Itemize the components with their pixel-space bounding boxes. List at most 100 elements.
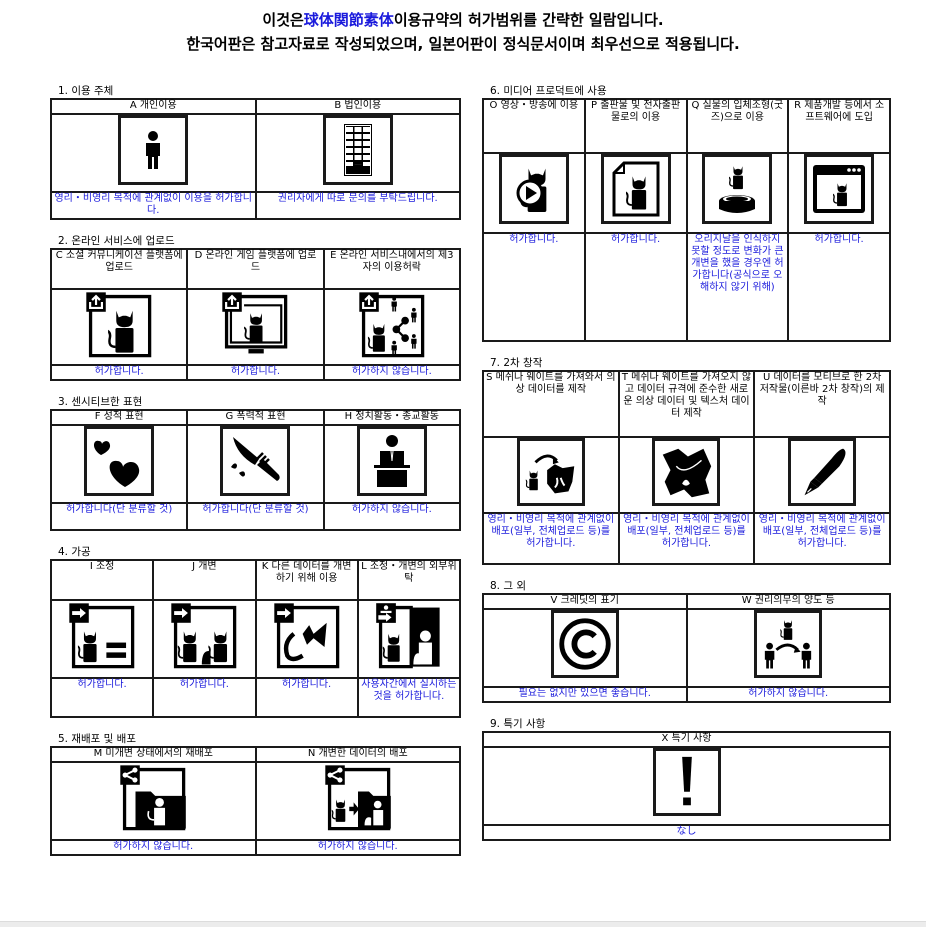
permission-table: F 성적 표현 G 폭력적 표현 H 정치활동・종교활동 bbox=[50, 409, 461, 531]
header-line-1: 이것은球体関節素体이용규약의 허가범위를 간략한 일람입니다. bbox=[0, 8, 926, 32]
item-label: A 개인이용 bbox=[51, 99, 256, 114]
permission-table: C 소셜 커뮤니케이션 플랫폼에 업로드 D 온라인 게임 플랫폼에 업로드 E… bbox=[50, 248, 461, 381]
item-label: H 정치활동・종교활동 bbox=[324, 410, 460, 425]
adjust-icon bbox=[67, 601, 137, 671]
permission-table: M 미개변 상태에서의 재배포 N 개변한 데이터의 배포 bbox=[50, 746, 461, 856]
section-title: 6. 미디어 프로덕트에 사용 bbox=[482, 84, 891, 98]
item-label: E 온라인 서비스내에서의 제3자의 이용허락 bbox=[324, 249, 460, 289]
verdict-text: なし bbox=[483, 825, 890, 840]
upload-share-icon bbox=[357, 290, 427, 360]
verdict-text: 허가합니다. bbox=[51, 678, 153, 717]
person-icon bbox=[118, 115, 188, 185]
verdict-text: 영리・비영리 목적에 관계없이 배포(일부, 전체업로드 등)를 허가합니다. bbox=[754, 513, 890, 564]
item-label: B 법인이용 bbox=[256, 99, 461, 114]
modify-icon bbox=[169, 601, 239, 671]
section-title: 2. 온라인 서비스에 업로드 bbox=[50, 234, 461, 248]
section-title: 1. 이용 주체 bbox=[50, 84, 461, 98]
section-title: 8. 그 외 bbox=[482, 579, 891, 593]
exclamation-icon bbox=[653, 748, 721, 816]
item-label: D 온라인 게임 플랫폼에 업로드 bbox=[187, 249, 323, 289]
section-title: 4. 가공 bbox=[50, 545, 461, 559]
item-label: R 제품개발 등에서 소프트웨어에 도입 bbox=[788, 99, 890, 153]
item-label: F 성적 표현 bbox=[51, 410, 187, 425]
header-line-2: 한국어판은 참고자료로 작성되었으며, 일본어판이 정식문서이며 최우선으로 적… bbox=[0, 32, 926, 56]
transfer-icon bbox=[754, 610, 822, 678]
item-label: V 크레딧의 표기 bbox=[483, 594, 687, 609]
page-bottom-divider bbox=[0, 921, 926, 927]
costume-from-mesh-icon bbox=[517, 438, 585, 506]
upload-game-icon bbox=[220, 290, 290, 360]
video-icon bbox=[499, 154, 569, 224]
item-label: G 폭력적 표현 bbox=[187, 410, 323, 425]
verdict-text: 허가하지 않습니다. bbox=[324, 503, 460, 530]
right-column: 6. 미디어 프로덕트에 사용 O 영상・방송에 이용 P 출판물 및 전자출판… bbox=[482, 84, 891, 841]
verdict-text: 허가합니다(단 분류할 것) bbox=[187, 503, 323, 530]
outsource-icon bbox=[374, 601, 444, 671]
parts-reuse-icon bbox=[272, 601, 342, 671]
item-label: C 소셜 커뮤니케이션 플랫폼에 업로드 bbox=[51, 249, 187, 289]
knife-icon bbox=[220, 426, 290, 496]
section-title: 5. 재배포 및 배포 bbox=[50, 732, 461, 746]
verdict-text: 사용자간에서 실시하는 것을 허가합니다. bbox=[358, 678, 460, 717]
section-special-notes: 9. 특기 사항 X 특기 사항 なし bbox=[482, 717, 891, 841]
item-label: L 조정・개변의 외부위탁 bbox=[358, 560, 460, 600]
item-label: W 권리의무의 양도 등 bbox=[687, 594, 891, 609]
item-label: N 개변한 데이터의 배포 bbox=[256, 747, 461, 762]
copyright-icon bbox=[551, 610, 619, 678]
section-usage-subject: 1. 이용 주체 A 개인이용 B 법인이용 bbox=[50, 84, 461, 220]
section-title: 3. 센시티브한 표현 bbox=[50, 395, 461, 409]
verdict-text: 허가합니다. bbox=[153, 678, 255, 717]
verdict-text: 오리지날을 인식하지 못할 정도로 변화가 큰 개변을 했을 경우엔 허가합니다… bbox=[687, 233, 789, 341]
item-label: P 출판물 및 전자출판물로의 이용 bbox=[585, 99, 687, 153]
item-label: Q 실물의 입체조형(굿즈)으로 이용 bbox=[687, 99, 789, 153]
verdict-text: 허가하지 않습니다. bbox=[324, 365, 460, 380]
item-label: T 메쉬나 웨이트를 가져오지 않고 데이터 규격에 준수한 새로운 의상 데이… bbox=[619, 371, 755, 437]
section-title: 9. 특기 사항 bbox=[482, 717, 891, 731]
item-label: M 미개변 상태에서의 재배포 bbox=[51, 747, 256, 762]
item-label: J 개변 bbox=[153, 560, 255, 600]
verdict-text: 허가합니다. bbox=[585, 233, 687, 341]
permission-table: S 메쉬나 웨이트를 가져와서 의상 데이터를 제작 T 메쉬나 웨이트를 가져… bbox=[482, 370, 891, 565]
upload-sns-icon bbox=[84, 290, 154, 360]
item-label: I 조정 bbox=[51, 560, 153, 600]
podium-icon bbox=[357, 426, 427, 496]
software-icon bbox=[804, 154, 874, 224]
building-icon bbox=[323, 115, 393, 185]
redistribute-icon bbox=[118, 763, 188, 833]
verdict-text: 허가하지 않습니다. bbox=[51, 840, 256, 855]
product-name: 球体関節素体 bbox=[304, 11, 394, 29]
publication-icon bbox=[601, 154, 671, 224]
verdict-text: 허가합니다. bbox=[51, 365, 187, 380]
permission-table: O 영상・방송에 이용 P 출판물 및 전자출판물로의 이용 Q 실물의 입체조… bbox=[482, 98, 891, 342]
section-media-products: 6. 미디어 프로덕트에 사용 O 영상・방송에 이용 P 출판물 및 전자출판… bbox=[482, 84, 891, 342]
permission-table: X 특기 사항 なし bbox=[482, 731, 891, 841]
page-header: 이것은球体関節素体이용규약의 허가범위를 간략한 일람입니다. 한국어판은 참고… bbox=[0, 8, 926, 56]
section-title: 7. 2차 창작 bbox=[482, 356, 891, 370]
verdict-text: 허가하지 않습니다. bbox=[256, 840, 461, 855]
verdict-text: 영리・비영리 목적에 관계없이 배포(일부, 전체업로드 등)를 허가합니다. bbox=[483, 513, 619, 564]
verdict-text: 허가합니다. bbox=[187, 365, 323, 380]
verdict-text: 영리・비영리 목적에 관계없이 배포(일부, 전체업로드 등)를 허가합니다. bbox=[619, 513, 755, 564]
section-processing: 4. 가공 I 조정 J 개변 K 다른 데이터를 개변하기 위해 이용 L 조… bbox=[50, 545, 461, 718]
distribute-modified-icon bbox=[323, 763, 393, 833]
permission-table: V 크레딧의 표기 W 권리의무의 양도 등 bbox=[482, 593, 891, 703]
left-column: 1. 이용 주체 A 개인이용 B 법인이용 bbox=[50, 84, 461, 856]
permission-table: A 개인이용 B 법인이용 bbox=[50, 98, 461, 220]
permission-table: I 조정 J 개변 K 다른 데이터를 개변하기 위해 이용 L 조정・개변의 … bbox=[50, 559, 461, 718]
section-derivative-works: 7. 2차 창작 S 메쉬나 웨이트를 가져와서 의상 데이터를 제작 T 메쉬… bbox=[482, 356, 891, 565]
item-label: K 다른 데이터를 개변하기 위해 이용 bbox=[256, 560, 358, 600]
item-label: O 영상・방송에 이용 bbox=[483, 99, 585, 153]
verdict-text: 권리자에게 따로 문의를 부탁드립니다. bbox=[256, 192, 461, 219]
verdict-text: 영리・비영리 목적에 관계없이 이용을 허가합니다. bbox=[51, 192, 256, 219]
pen-icon bbox=[788, 438, 856, 506]
item-label: S 메쉬나 웨이트를 가져와서 의상 데이터를 제작 bbox=[483, 371, 619, 437]
section-redistribution: 5. 재배포 및 배포 M 미개변 상태에서의 재배포 N 개변한 데이터의 배… bbox=[50, 732, 461, 856]
section-online-upload: 2. 온라인 서비스에 업로드 C 소셜 커뮤니케이션 플랫폼에 업로드 D 온… bbox=[50, 234, 461, 381]
verdict-text: 필요는 없지만 있으면 좋습니다. bbox=[483, 687, 687, 702]
figure-icon bbox=[702, 154, 772, 224]
section-other: 8. 그 외 V 크레딧의 표기 W 권리의무의 양도 등 bbox=[482, 579, 891, 703]
verdict-text: 허가합니다. bbox=[483, 233, 585, 341]
verdict-text: 허가하지 않습니다. bbox=[687, 687, 891, 702]
hearts-icon bbox=[84, 426, 154, 496]
verdict-text: 허가합니다(단 분류할 것) bbox=[51, 503, 187, 530]
